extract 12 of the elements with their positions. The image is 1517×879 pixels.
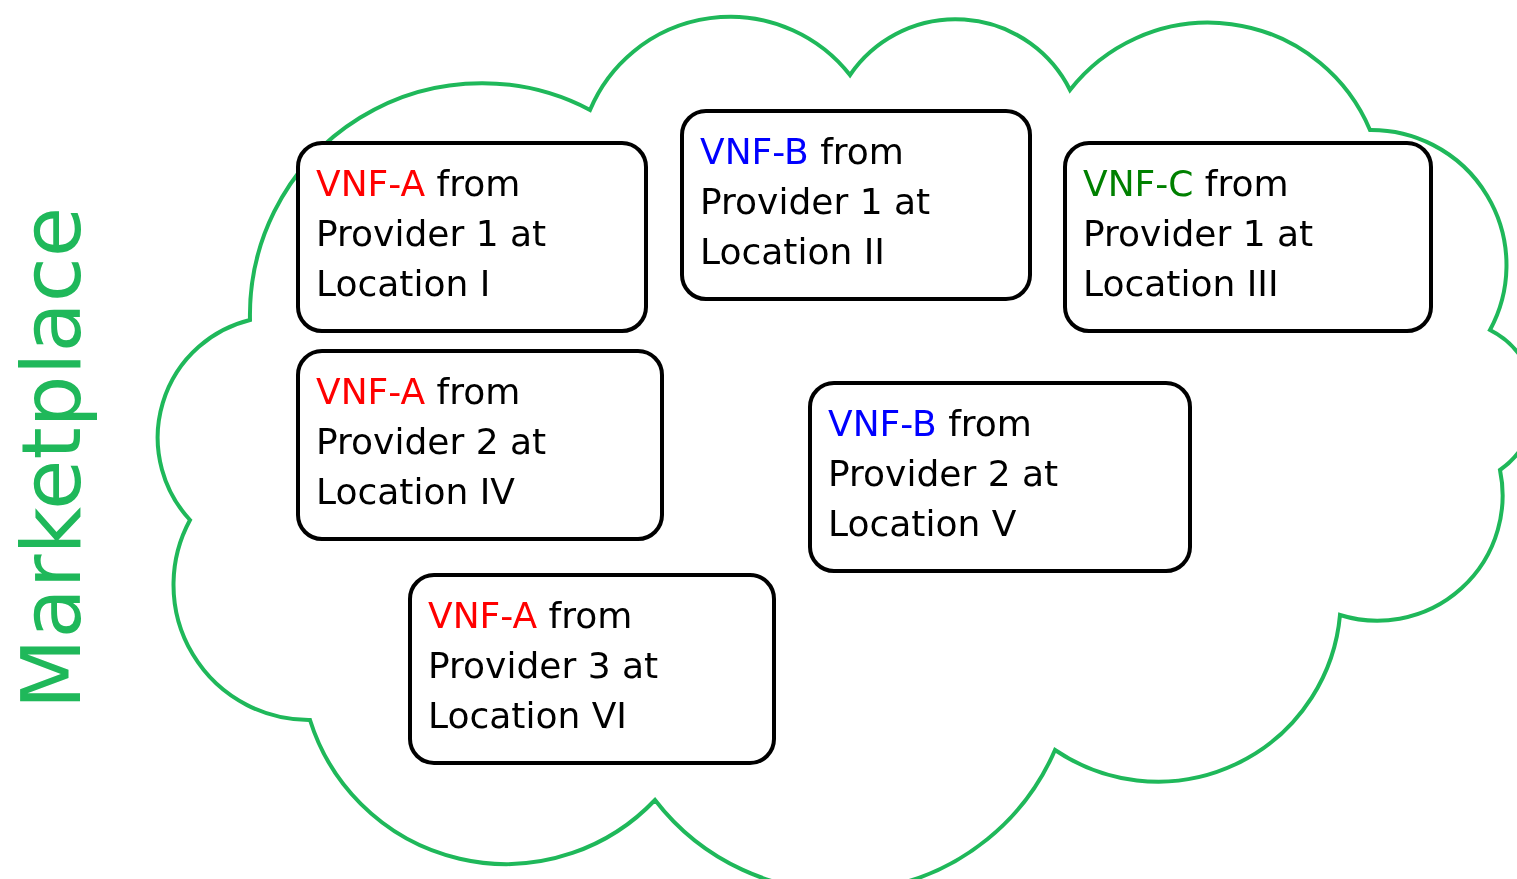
box-text: VNF-A from Provider 1 at Location I — [316, 162, 548, 306]
provider-box — [1063, 141, 1433, 333]
provider-box — [680, 109, 1032, 301]
provider-box — [296, 349, 664, 541]
box-text: VNF-B from Provider 1 at Location II — [700, 130, 932, 274]
provider-box — [808, 381, 1192, 573]
provider-box — [296, 141, 648, 333]
box-text: VNF-C from Provider 1 at Location III — [1083, 162, 1315, 306]
box-text: VNF-A from Provider 3 at Location VI — [428, 594, 660, 738]
box-text: VNF-A from Provider 2 at Location IV — [316, 370, 548, 514]
box-text: VNF-B from Provider 2 at Location V — [828, 402, 1060, 546]
provider-box — [408, 573, 776, 765]
